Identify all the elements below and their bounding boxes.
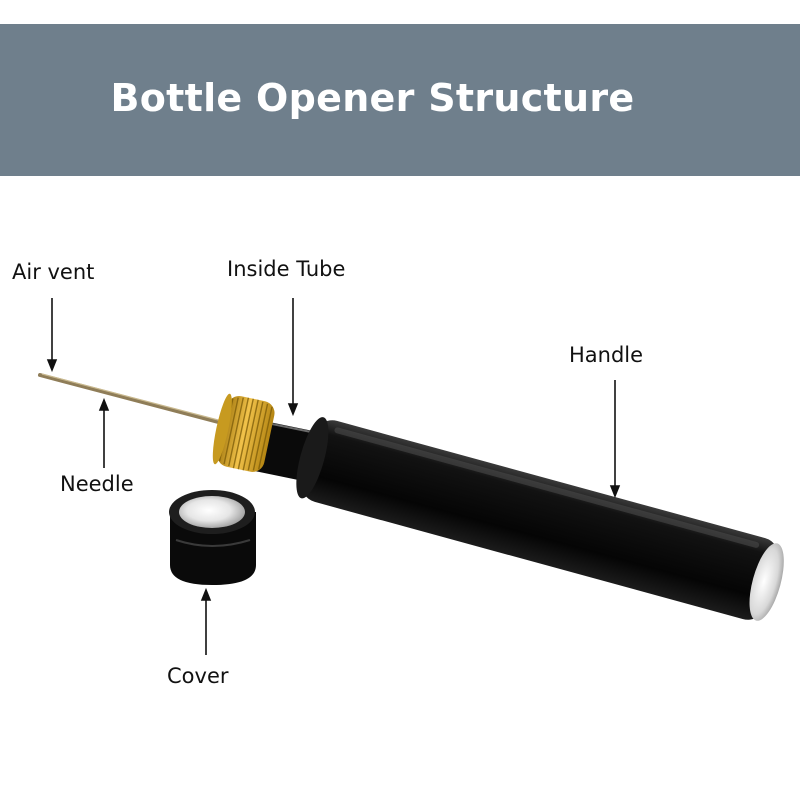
callout-arrows [46, 298, 621, 655]
needle-arrowhead [98, 397, 110, 411]
cover-arrowhead [200, 587, 212, 601]
knurled-nut [212, 393, 275, 472]
cover [169, 490, 256, 585]
label-inside-tube: Inside Tube [227, 257, 346, 281]
handle-body [296, 417, 784, 621]
inside-tube-arrowhead [287, 403, 299, 417]
label-needle: Needle [60, 472, 134, 496]
page-title: Bottle Opener Structure [110, 76, 635, 120]
label-cover: Cover [167, 664, 229, 688]
air-vent-arrowhead [46, 359, 58, 373]
needle [38, 373, 224, 425]
title-banner [0, 24, 800, 176]
label-air-vent: Air vent [12, 260, 95, 284]
label-handle: Handle [569, 343, 644, 367]
handle-arrowhead [609, 485, 621, 499]
